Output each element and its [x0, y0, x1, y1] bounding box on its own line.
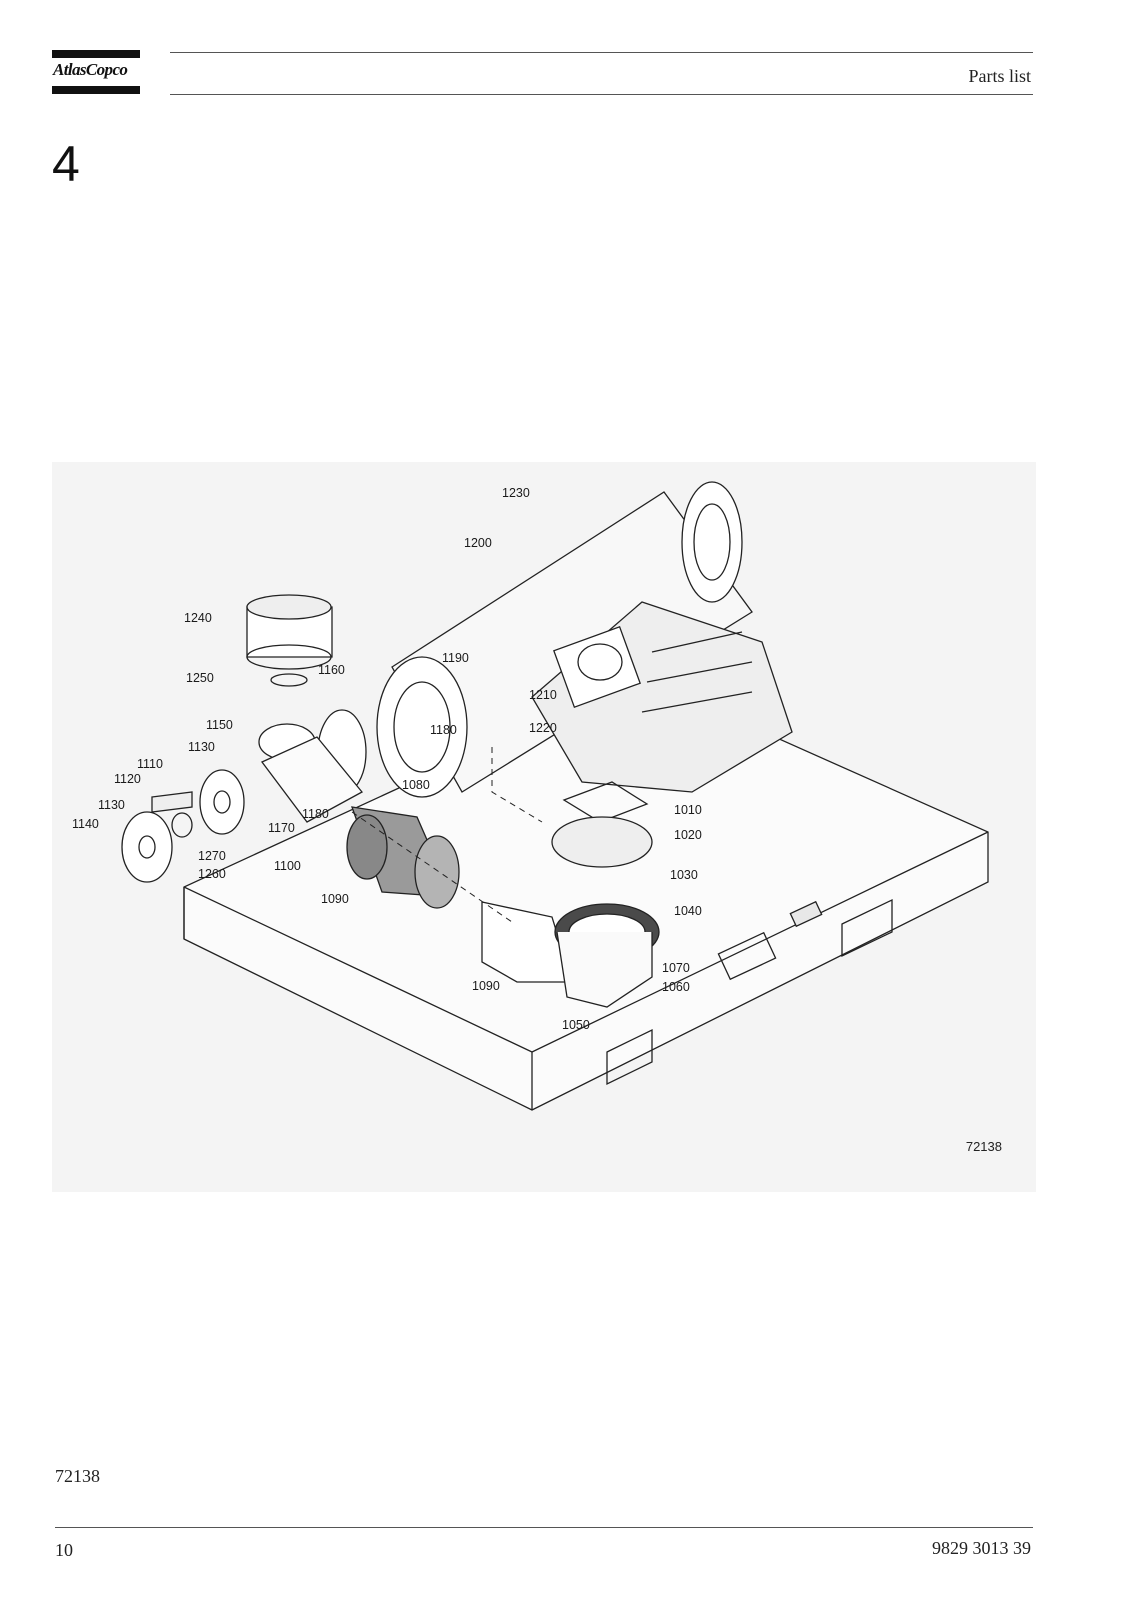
callout-label: 1270 — [198, 849, 226, 863]
page-number: 10 — [55, 1540, 73, 1560]
callout-label: 1130 — [98, 798, 125, 812]
callout-label: 1190 — [442, 651, 469, 665]
callout-label: 1080 — [402, 778, 430, 792]
header-title: Parts list — [968, 66, 1031, 86]
callout-label: 1230 — [502, 486, 530, 500]
header-rule-top — [170, 52, 1033, 53]
callout-label: 1160 — [318, 663, 345, 677]
callout-label: 1050 — [562, 1018, 590, 1032]
callout-label: 1070 — [662, 961, 690, 975]
callout-label: 1210 — [529, 688, 557, 702]
atlas-copco-logo: AtlasCopco — [52, 50, 140, 95]
callout-label: 1060 — [662, 980, 690, 994]
callout-label: 1170 — [268, 821, 295, 835]
callout-label: 1100 — [274, 859, 301, 873]
drawing-lines — [121, 481, 989, 1111]
parts-drawing: 1230 1200 1240 1250 1160 1190 1210 1220 … — [52, 462, 1036, 1192]
callout-label: 1180 — [430, 723, 457, 737]
document-number: 9829 3013 39 — [932, 1538, 1031, 1558]
callout-label: 1030 — [670, 868, 698, 882]
callout-label: 1090 — [321, 892, 349, 906]
callout-label: 1200 — [464, 536, 492, 550]
callout-label: 1250 — [186, 671, 214, 685]
callout-label: 1220 — [529, 721, 557, 735]
logo-bar-top — [52, 50, 140, 58]
footer-rule — [55, 1527, 1033, 1528]
logo-bar-bottom — [52, 86, 140, 94]
logo-wordmark: AtlasCopco — [53, 60, 128, 79]
callout-label: 1020 — [674, 828, 702, 842]
callout-label: 1130 — [188, 740, 215, 754]
callout-label: 1120 — [114, 772, 141, 786]
callout-label: 1260 — [198, 867, 226, 881]
header-rule-bottom — [170, 94, 1033, 95]
callout-labels: 1230 1200 1240 1250 1160 1190 1210 1220 … — [72, 486, 702, 1032]
callout-label: 1010 — [674, 803, 702, 817]
figure-caption: 72138 — [55, 1466, 100, 1486]
chapter-number: 4 — [52, 136, 80, 192]
callout-label: 1140 — [72, 817, 99, 831]
callout-label: 1090 — [472, 979, 500, 993]
callout-label: 1150 — [206, 718, 233, 732]
figure-code: 72138 — [965, 1139, 1002, 1154]
callout-label: 1110 — [137, 757, 163, 771]
callout-label: 1040 — [674, 904, 702, 918]
exploded-view-drawing: 1230 1200 1240 1250 1160 1190 1210 1220 … — [72, 481, 989, 1111]
callout-label: 1180 — [302, 807, 329, 821]
callout-label: 1240 — [184, 611, 212, 625]
